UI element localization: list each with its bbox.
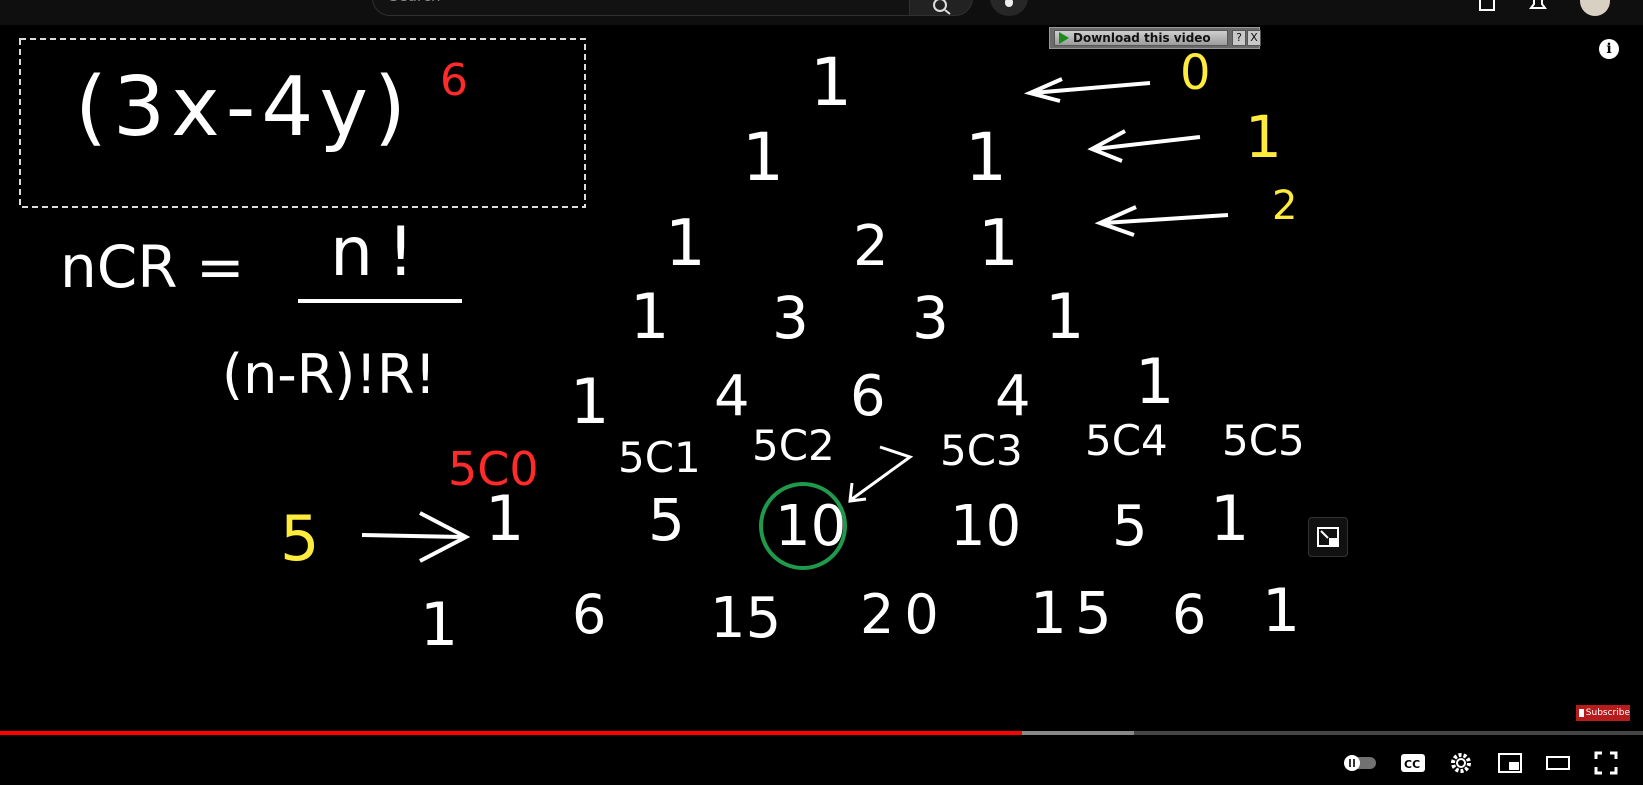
combination-label-5c1: 5C1 [618,433,701,482]
pascal-row-4-item: 6 [850,364,886,429]
arrow-from-combination [848,445,914,503]
progress-played [0,731,1022,735]
subscribe-watermark[interactable]: Subscribe [1576,705,1630,721]
svg-text:CC: CC [1404,758,1420,771]
pascal-row-2-item: 1 [978,207,1019,281]
combination-label-5c5: 5C5 [1222,416,1305,465]
pascal-row-6-item: 6 [1172,583,1206,646]
pascal-row-5-item: 10 [775,494,846,559]
pascal-row-6-item: 1 [420,590,458,660]
pascal-row-6-item: 1 [1262,576,1300,646]
settings-gear-icon [1451,753,1471,773]
pascal-row-0: 1 [810,44,852,121]
row-label-2: 2 [1272,183,1297,229]
player-controls: CC [0,745,1643,785]
autoplay-toggle-icon [1344,755,1376,771]
pascal-row-4-item: 4 [995,364,1031,429]
theater-mode-button[interactable] [1540,745,1576,781]
search-icon [933,0,951,15]
pascal-row-4-item: 4 [714,364,750,429]
avatar[interactable] [1580,0,1610,16]
pascal-row-6-item: 20 [860,583,949,646]
formula-lhs: nCR = [60,233,245,301]
row-label-5: 5 [280,502,319,575]
pascal-row-1-item: 1 [742,119,784,196]
pascal-row-4-item: 1 [1135,345,1174,418]
pascal-row-3-item: 1 [630,280,669,353]
formula-numerator: n! [330,213,428,292]
pascal-row-3-item: 3 [772,284,809,352]
dashed-box [19,38,586,208]
fullscreen-icon [1594,751,1618,775]
arrow-to-row-5 [361,511,471,563]
theater-mode-icon [1546,756,1570,770]
download-close-button[interactable]: X [1247,30,1261,46]
miniplayer-icon [1498,753,1522,773]
pascal-row-5-item: 10 [950,494,1021,559]
pascal-row-2-item: 2 [853,214,889,279]
video-player[interactable]: (3x-4y) 6 nCR = n! (n-R)!R! 1 1 1 1 2 1 … [0,25,1643,785]
pascal-row-5-item: 1 [1210,482,1249,555]
info-icon[interactable]: i [1599,39,1619,59]
row-label-0: 0 [1180,45,1211,101]
youtube-header: Search [0,0,1643,25]
download-help-button[interactable]: ? [1232,30,1246,46]
subscribe-label: Subscribe [1585,708,1630,718]
formula-denominator: (n-R)!R! [222,343,436,406]
highlight-circle [759,482,847,570]
captions-button[interactable]: CC [1395,745,1431,781]
arrow-row-2 [1094,205,1229,237]
pascal-row-5-item: 5 [1112,494,1148,559]
notifications-bell-icon[interactable] [1527,0,1549,14]
play-icon [1059,32,1069,44]
whiteboard: (3x-4y) 6 nCR = n! (n-R)!R! 1 1 1 1 2 1 … [19,38,1305,660]
miniplayer-button[interactable] [1492,745,1528,781]
captions-icon: CC [1401,754,1425,772]
download-video-label: Download this video [1073,31,1211,45]
pascal-row-6-item: 15 [710,586,781,651]
expand-icon [1317,527,1339,547]
arrow-row-1 [1087,129,1201,163]
progress-bar[interactable] [0,731,1643,735]
combination-label-5c2: 5C2 [752,421,835,470]
autoplay-toggle[interactable] [1342,745,1378,781]
settings-button[interactable] [1443,745,1479,781]
pascal-row-1-item: 1 [965,119,1007,196]
subscribe-icon [1579,709,1584,717]
pascal-row-4-item: 1 [570,365,609,438]
microphone-icon [1005,0,1013,7]
combination-label-5c0: 5C0 [448,442,539,496]
combination-label-5c4: 5C4 [1085,416,1168,465]
create-video-icon[interactable] [1478,0,1500,14]
pascal-row-6-item: 15 [1030,579,1120,647]
pascal-row-5-item: 1 [485,482,524,555]
row-label-1: 1 [1245,103,1282,171]
binomial-expression: (3x-4y) [75,60,412,155]
download-video-button[interactable]: Download this video [1054,30,1228,46]
binomial-exponent: 6 [440,55,468,106]
voice-search-button[interactable] [990,0,1028,16]
fullscreen-button[interactable] [1588,745,1624,781]
arrow-row-0 [1023,77,1151,103]
expand-button[interactable] [1308,517,1348,557]
search-input[interactable]: Search [372,0,910,16]
pascal-row-6-item: 6 [572,583,606,646]
combination-label-5c3: 5C3 [940,426,1023,475]
pascal-row-3-item: 3 [912,284,949,352]
pascal-row-2-item: 1 [665,207,706,281]
search-button[interactable] [909,0,973,16]
pascal-row-3-item: 1 [1045,280,1084,353]
pascal-row-5-item: 5 [648,486,685,554]
download-addon-bar: Download this video ? X [1049,27,1261,49]
